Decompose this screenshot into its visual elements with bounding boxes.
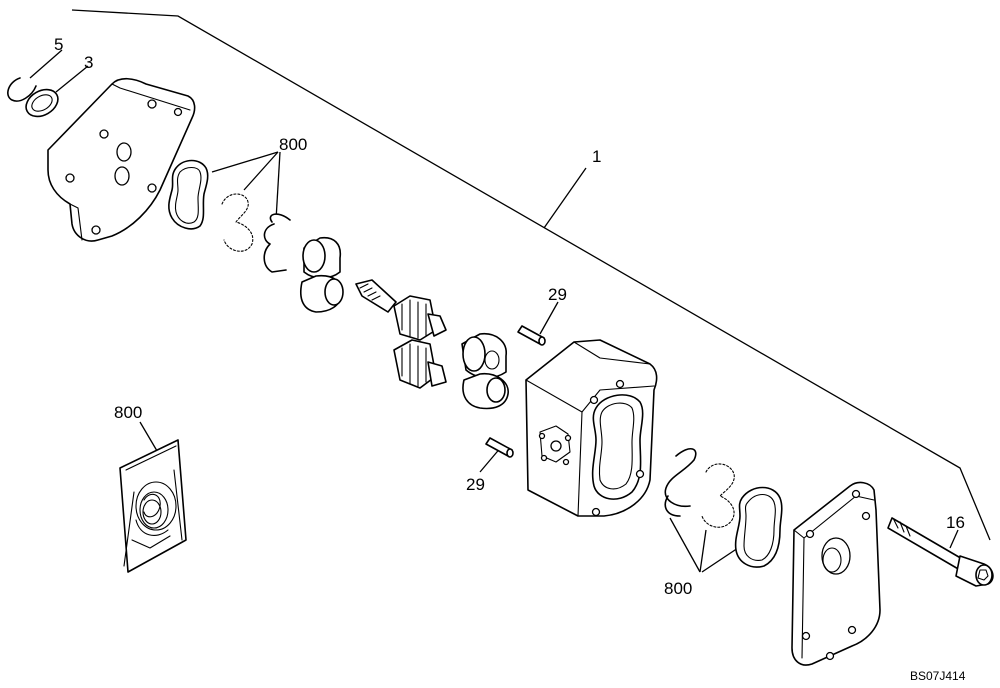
drawing-code: BS07J414 <box>910 669 966 683</box>
seal-part <box>25 88 59 118</box>
label-seal: 3 <box>84 53 93 72</box>
o-ring-front <box>168 159 209 230</box>
label-seal-kit-bag: 800 <box>114 403 142 422</box>
wire-seal-front <box>263 213 291 273</box>
o-ring-rear <box>734 486 783 568</box>
pump-body-housing <box>525 339 658 517</box>
rear-cover-plate <box>791 481 881 666</box>
dowel-pin-bottom <box>485 437 514 458</box>
assembly-bracket-line <box>71 9 991 541</box>
seal-kit-bag <box>119 439 187 573</box>
label-seal-kit-top: 800 <box>279 135 307 154</box>
bolt-part <box>887 517 994 587</box>
retaining-ring-part <box>7 77 37 102</box>
front-cover-plate <box>47 77 196 242</box>
wire-seal-rear <box>664 448 697 517</box>
label-dowel-top: 29 <box>548 285 567 304</box>
label-dowel-bottom: 29 <box>466 475 485 494</box>
label-seal-kit-bottom: 800 <box>664 579 692 598</box>
backup-ring-rear <box>701 463 735 528</box>
dowel-pin-top <box>517 325 546 346</box>
front-bushing-pair <box>300 236 344 313</box>
driven-gear <box>393 339 447 389</box>
label-bolt: 16 <box>946 513 965 532</box>
backup-ring-front <box>221 193 254 252</box>
label-assembly: 1 <box>592 147 601 166</box>
rear-bushing-pair <box>461 332 509 410</box>
drive-gear-shaft <box>355 279 447 341</box>
label-retaining-ring: 5 <box>54 35 63 54</box>
